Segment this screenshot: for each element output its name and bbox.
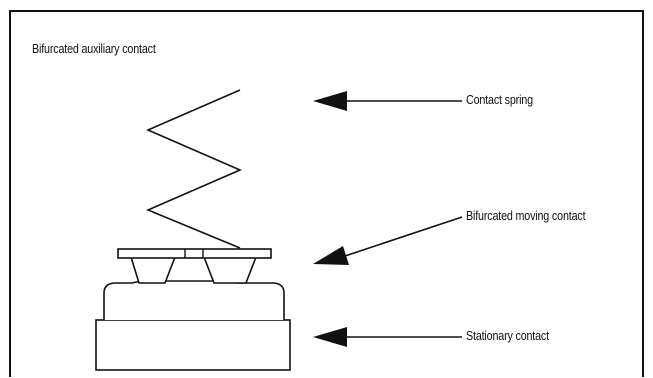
moving-arrow-line — [344, 216, 463, 257]
stationary-contact-label: Stationary contact — [466, 329, 549, 343]
left-contact-tip — [129, 256, 177, 284]
right-contact-tip — [202, 256, 258, 284]
diagram-title: Bifurcated auxiliary contact — [32, 42, 156, 56]
moving-arrow-head — [313, 246, 349, 265]
contact-spring — [145, 89, 243, 249]
spring-arrow-head — [313, 91, 347, 111]
contact-spring-label: Contact spring — [466, 93, 533, 107]
moving-contact-bar — [117, 248, 272, 259]
contact-housing — [103, 280, 285, 320]
moving-contact-label: Bifurcated moving contact — [466, 209, 586, 223]
diagram-frame — [9, 10, 644, 377]
stationary-arrow-head — [313, 327, 347, 347]
stationary-contact-block — [95, 319, 291, 371]
